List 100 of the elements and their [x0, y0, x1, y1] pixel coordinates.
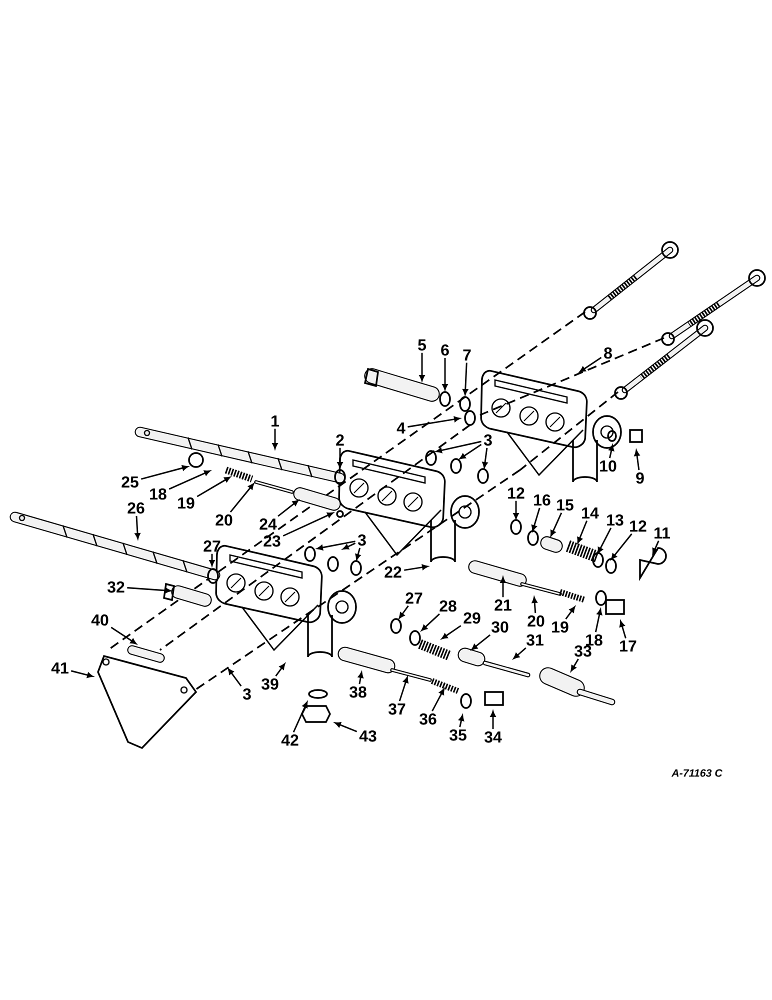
callout-number: 12: [630, 520, 646, 532]
leader-line: [532, 597, 538, 614]
callout-number: 40: [91, 614, 108, 626]
leader-line: [513, 500, 519, 519]
leader-line: [168, 470, 210, 490]
leader-line: [432, 688, 444, 712]
callout-number: 31: [526, 634, 544, 646]
leader-line: [442, 625, 462, 640]
leader-line: [398, 676, 408, 702]
callout-number: 7: [463, 350, 471, 360]
callout-number: 35: [449, 729, 466, 741]
leader-line: [652, 540, 660, 554]
leader-line: [342, 542, 356, 550]
leader-line: [127, 587, 171, 594]
callout-number: 32: [107, 581, 124, 593]
callout-number: 20: [216, 514, 232, 526]
callout-number: 3: [242, 688, 251, 700]
callout-number: 14: [582, 508, 599, 518]
leader-line: [278, 500, 299, 517]
leader-line: [419, 352, 425, 381]
leader-line: [292, 702, 308, 732]
leader-line: [228, 668, 242, 686]
callout-number: 27: [406, 592, 422, 604]
leader-line: [458, 714, 464, 728]
callout-number: 34: [484, 731, 502, 743]
callout-number: 28: [440, 600, 456, 612]
leader-line: [577, 520, 588, 544]
leader-line: [482, 448, 488, 468]
callout-number: 15: [557, 499, 574, 511]
leader-line: [634, 450, 640, 470]
callout-number: 23: [264, 535, 280, 547]
leader-line: [513, 647, 526, 659]
leader-line: [421, 613, 440, 631]
callout-number: 29: [464, 612, 480, 624]
callout-number: 17: [620, 640, 636, 652]
leader-line: [436, 440, 482, 454]
callout-number: 20: [528, 615, 544, 627]
leader-line: [471, 634, 491, 650]
leader-line: [272, 428, 278, 449]
leader-line: [358, 672, 364, 684]
callout-number: 26: [128, 502, 144, 514]
drawing-number: A-71163 C: [671, 769, 722, 777]
leader-line: [230, 483, 254, 513]
callout-number: 10: [600, 460, 616, 472]
callout-number: 19: [178, 497, 194, 509]
callout-number: 27: [204, 540, 220, 552]
callout-number: 1: [272, 416, 279, 426]
callout-number: 16: [534, 494, 550, 506]
callout-number: 18: [150, 488, 166, 500]
leader-line: [490, 711, 496, 730]
callout-number: 30: [491, 621, 508, 633]
callout-number: 42: [281, 734, 298, 746]
leader-line: [275, 664, 286, 676]
callout-number: 12: [508, 487, 524, 499]
callout-number: 3: [484, 434, 492, 446]
callout-number: 43: [359, 730, 376, 742]
callout-number: 18: [586, 634, 602, 646]
callout-number: 5: [418, 339, 426, 351]
callout-number: 3: [358, 534, 366, 546]
callout-number: 9: [636, 472, 644, 484]
leader-line: [619, 620, 626, 638]
leader-line: [334, 722, 358, 732]
leader-line: [337, 448, 343, 468]
callout-number: 33: [574, 645, 592, 657]
leader-line: [442, 358, 448, 390]
leader-line: [610, 533, 632, 560]
callout-number: 13: [607, 514, 624, 526]
callout-number: 37: [388, 703, 406, 715]
callout-number: 24: [260, 518, 277, 530]
leader-line: [196, 476, 230, 498]
callout-number: 38: [349, 686, 366, 698]
leader-line: [398, 605, 409, 619]
leader-line: [565, 606, 576, 620]
leader-line: [140, 465, 188, 480]
callout-number: 2: [336, 434, 344, 446]
callout-number: 39: [261, 678, 278, 690]
callout-number: 21: [494, 599, 512, 611]
callout-number: 19: [552, 621, 568, 633]
callout-number: 41: [51, 662, 68, 674]
callout-number: 11: [654, 528, 670, 538]
leader-line: [282, 512, 334, 537]
leader-line: [594, 608, 602, 632]
leader-line: [316, 540, 356, 550]
leader-line: [550, 512, 562, 536]
leader-line: [134, 516, 140, 539]
leader-line: [70, 670, 94, 678]
leader-line: [355, 548, 361, 560]
leader-line: [598, 528, 612, 554]
leader-line: [404, 564, 428, 571]
leader-line: [570, 658, 579, 672]
leader-line: [608, 444, 614, 458]
leader-line: [462, 362, 468, 395]
callout-number: 6: [441, 344, 449, 356]
leader-line: [209, 554, 215, 566]
leader-line: [500, 577, 506, 598]
callout-number: 4: [396, 422, 406, 434]
leader-line: [531, 508, 540, 532]
callout-number: 25: [122, 476, 138, 488]
leader-line: [580, 356, 602, 372]
callout-number: 36: [419, 713, 436, 725]
